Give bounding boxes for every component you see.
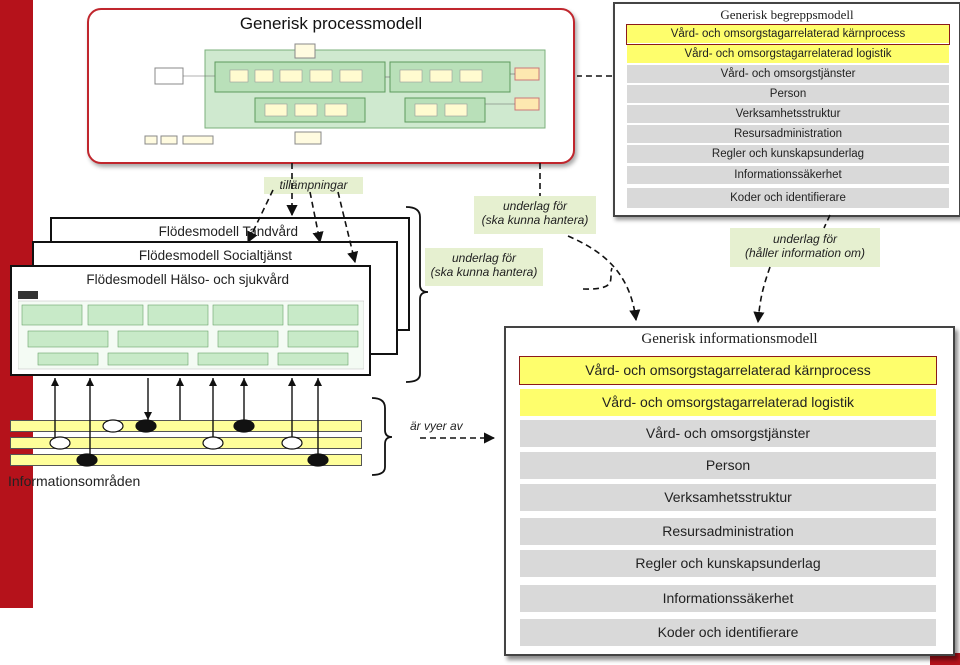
info-area-stripe-1 xyxy=(10,420,362,432)
label-informationsomraden: Informationsområden xyxy=(8,473,141,489)
info-row-verksamhetsstruktur: Verksamhetsstruktur xyxy=(520,484,936,511)
label-ar-vyer-av: är vyer av xyxy=(410,419,463,433)
flow-label-socialtjanst: Flödesmodell Socialtjänst xyxy=(138,248,292,263)
line-concept-note xyxy=(823,214,831,229)
line-note2 xyxy=(582,267,613,290)
info-area-stripe-3 xyxy=(10,454,362,466)
info-row-informationssakerhet: Informationssäkerhet xyxy=(520,585,936,612)
concept-row-resursadministration: Resursadministration xyxy=(627,125,949,144)
arrow-tillampningar-halso xyxy=(309,191,324,244)
note-underlag-3: underlag för (håller information om) xyxy=(730,228,880,267)
note-underlag-1-line2: (ska kunna hantera) xyxy=(481,213,589,227)
process-model-box[interactable]: Generisk processmodell xyxy=(87,8,575,164)
info-row-person: Person xyxy=(520,452,936,479)
flow-label-halso: Flödesmodell Hälso- och sjukvård xyxy=(86,272,289,287)
concept-model-box[interactable]: Generisk begreppsmodell Vård- och omsorg… xyxy=(613,2,960,217)
arrow-note3-infomodel xyxy=(753,266,771,324)
concept-row-regler: Regler och kunskapsunderlag xyxy=(627,145,949,164)
concept-row-verksamhetsstruktur: Verksamhetsstruktur xyxy=(627,105,949,124)
note-tillampningar: tillämpningar xyxy=(264,177,363,194)
note-underlag-3-line1: underlag för xyxy=(772,232,838,246)
info-row-logistik: Vård- och omsorgstagarrelaterad logistik xyxy=(520,389,936,416)
info-row-resursadministration: Resursadministration xyxy=(520,518,936,545)
process-model-thumbnail xyxy=(105,42,549,148)
info-row-koder: Koder och identifierare xyxy=(520,619,936,646)
flow-thumbnail xyxy=(18,291,364,370)
note-underlag-3-line2: (håller information om) xyxy=(744,246,866,260)
flow-card-halso[interactable] xyxy=(10,265,371,376)
arrow-note-infomodel xyxy=(567,235,641,322)
note-underlag-1: underlag för (ska kunna hantera) xyxy=(474,196,596,234)
info-row-tjanster: Vård- och omsorgstjänster xyxy=(520,420,936,447)
information-model-box[interactable]: Generisk informationsmodell Vård- och om… xyxy=(504,326,955,656)
concept-row-logistik: Vård- och omsorgstagarrelaterad logistik xyxy=(627,45,949,64)
info-row-regler: Regler och kunskapsunderlag xyxy=(520,550,936,577)
info-row-karnprocess: Vård- och omsorgstagarrelaterad kärnproc… xyxy=(519,356,937,385)
arrow-tillampningar-halso-2 xyxy=(337,191,359,264)
concept-row-karnprocess: Vård- och omsorgstagarrelaterad kärnproc… xyxy=(626,24,950,45)
brace-flow-models xyxy=(405,206,429,383)
information-model-title: Generisk informationsmodell xyxy=(641,331,818,347)
concept-row-tjanster: Vård- och omsorgstjänster xyxy=(627,65,949,84)
bottom-right-accent-bar xyxy=(930,653,960,665)
note-underlag-2: underlag för (ska kunna hantera) xyxy=(425,248,543,286)
flow-label-tandvard: Flödesmodell Tandvård xyxy=(158,224,298,239)
note-underlag-1-line1: underlag för xyxy=(502,199,568,213)
arrow-tillampningar-socialtjanst xyxy=(247,189,274,244)
concept-row-informationssakerhet: Informationssäkerhet xyxy=(627,166,949,185)
note-underlag-2-line1: underlag för xyxy=(451,251,517,265)
process-model-title: Generisk processmodell xyxy=(239,14,423,33)
note-underlag-2-line2: (ska kunna hantera) xyxy=(430,265,538,279)
concept-model-title: Generisk begreppsmodell xyxy=(720,7,854,22)
info-area-stripe-2 xyxy=(10,437,362,449)
concept-row-koder: Koder och identifierare xyxy=(627,188,949,209)
concept-row-person: Person xyxy=(627,85,949,104)
brace-info-areas xyxy=(371,397,393,476)
